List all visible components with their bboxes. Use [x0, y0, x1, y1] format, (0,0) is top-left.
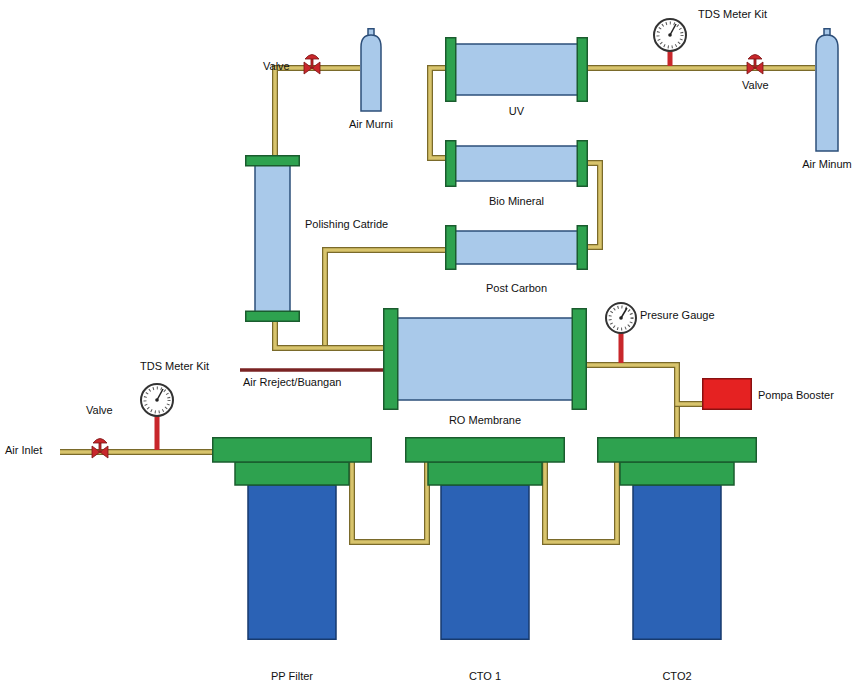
- pipe-line: [588, 66, 815, 70]
- annotation-label: Presure Gauge: [640, 309, 715, 322]
- annotation-label: Air Inlet: [5, 444, 42, 457]
- pipe-line: [587, 365, 702, 404]
- water-pipe: [587, 365, 702, 404]
- valve-symbol: [304, 55, 320, 75]
- booster-pump: Pompa Booster: [702, 378, 752, 410]
- annotation-label: TDS Meter Kit: [698, 8, 767, 21]
- part-name: RO Membrane: [449, 414, 521, 427]
- part-name: Air Minum: [802, 158, 852, 171]
- pipe-line: [275, 322, 383, 348]
- pipe-line: [588, 163, 600, 247]
- part-name: CTO 1: [469, 670, 501, 683]
- filter-housing: CTO2: [597, 437, 757, 640]
- storage-tank: Air Murni: [360, 28, 382, 112]
- pipe-line: [430, 68, 445, 158]
- storage-tank-shape: [815, 28, 839, 152]
- pipe-line: [545, 462, 617, 542]
- part-name: PP Filter: [271, 670, 313, 683]
- part-name: Post Carbon: [486, 282, 547, 295]
- storage-tank-shape: [360, 28, 382, 112]
- pipe-line: [430, 68, 445, 158]
- filter-cartridge: Post Carbon: [445, 225, 588, 270]
- annotation-label: Air Rreject/Buangan: [243, 376, 341, 389]
- tds-gauge: [654, 19, 686, 66]
- part-name: Pompa Booster: [758, 389, 834, 402]
- filter-cartridge-shape: [445, 140, 588, 187]
- filter-housing: PP Filter: [212, 437, 372, 640]
- pipe-line: [545, 462, 617, 542]
- pipe-line: [352, 462, 427, 542]
- filter-cartridge: Polishing Catride: [245, 155, 300, 322]
- storage-tank: Air Minum: [815, 28, 839, 152]
- inlet-pipe: [60, 452, 212, 453]
- water-pipe: [588, 163, 600, 247]
- filter-housing-shape: [597, 437, 757, 640]
- water-pipe: [352, 462, 427, 542]
- pipe-line: [275, 68, 360, 155]
- pipe-line: [587, 365, 677, 437]
- filter-cartridge: Bio Mineral: [445, 140, 588, 187]
- part-name: Bio Mineral: [489, 195, 544, 208]
- pipe-line: [275, 322, 383, 348]
- part-name: CTO2: [662, 670, 691, 683]
- part-name: UV: [509, 105, 524, 118]
- annotation-label: Valve: [742, 79, 769, 92]
- annotation-label: Valve: [86, 404, 113, 417]
- valve-symbol: [92, 439, 108, 459]
- pipe-line: [587, 365, 702, 404]
- tds-gauge: [141, 384, 173, 450]
- pipe-line: [352, 462, 427, 542]
- water-pipe: [430, 68, 445, 158]
- reject-line: [240, 368, 384, 372]
- filter-housing-shape: [405, 437, 565, 640]
- membrane-housing-shape: [383, 308, 587, 410]
- uv-cartridge-shape: [445, 37, 588, 102]
- filter-housing-shape: [212, 437, 372, 640]
- filter-cartridge-shape: [445, 225, 588, 270]
- water-pipe: [545, 462, 617, 542]
- annotation-label: TDS Meter Kit: [140, 360, 209, 373]
- pipe-line: [588, 163, 600, 247]
- part-name: Air Murni: [349, 118, 393, 131]
- water-pipe: [587, 365, 677, 437]
- water-pipe: [588, 68, 815, 69]
- pipe-line: [275, 68, 360, 155]
- pipe-line: [587, 365, 677, 437]
- booster-pump-shape: [702, 378, 752, 410]
- water-pipe: [275, 68, 360, 155]
- pipe-line: [588, 65, 815, 71]
- filter-cartridge-shape: [245, 155, 300, 322]
- pressure-gauge: [606, 303, 636, 363]
- part-name: Polishing Catride: [305, 218, 388, 231]
- valve-symbol: [747, 55, 763, 75]
- water-pipe: [275, 322, 383, 348]
- membrane-housing: RO Membrane: [383, 308, 587, 410]
- uv-cartridge: UV: [445, 37, 588, 102]
- annotation-label: Valve: [263, 60, 290, 73]
- filter-housing: CTO 1: [405, 437, 565, 640]
